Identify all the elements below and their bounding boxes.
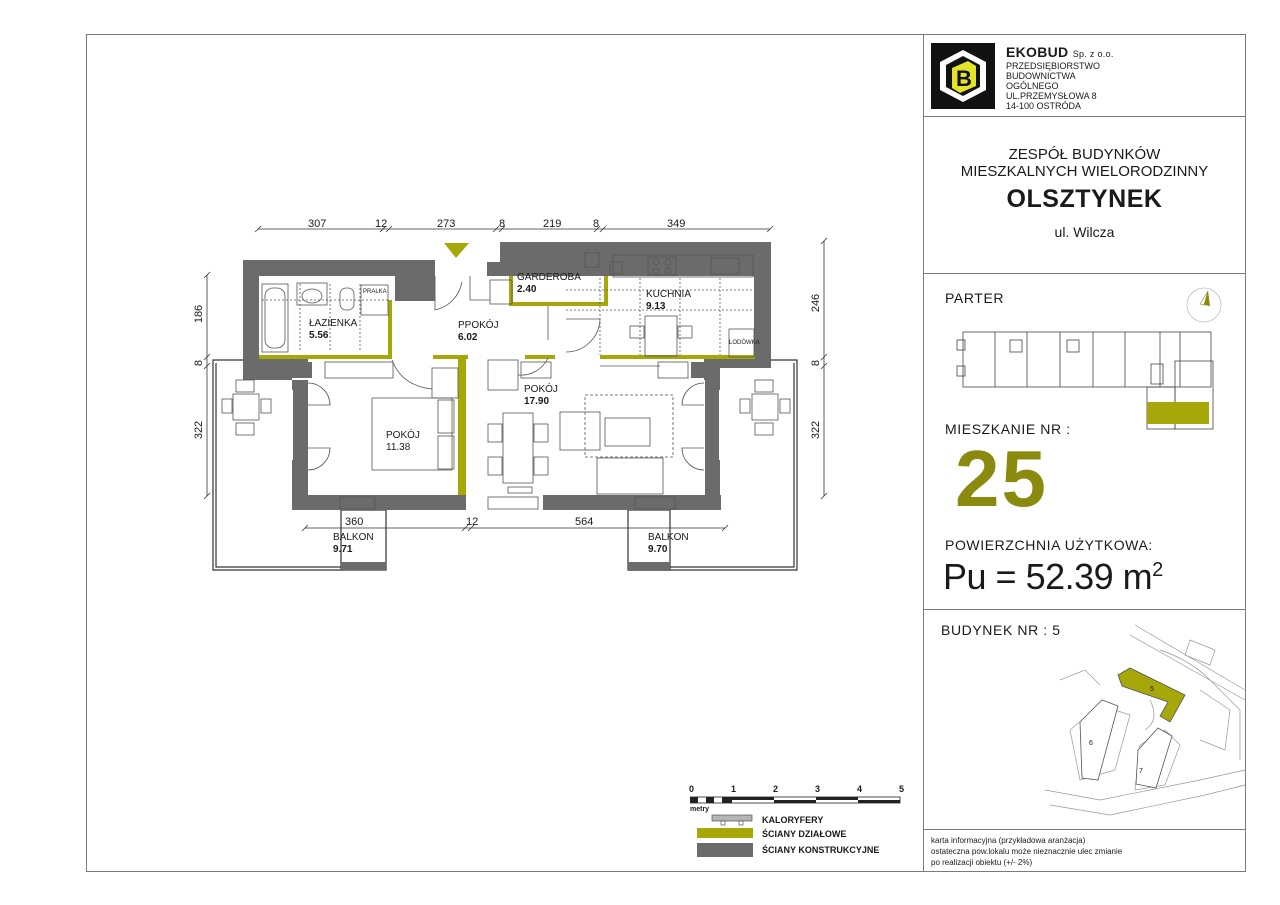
- dim-right-8: 8: [810, 359, 823, 367]
- dim-left-8: 8: [193, 359, 206, 367]
- dim-bottom-360: 360: [345, 516, 364, 528]
- legend-partition: ŚCIANY DZIAŁOWE: [762, 829, 847, 839]
- area-value: Pu = 52.39 m2: [943, 556, 1163, 597]
- structural-wall-swatch: [697, 843, 753, 857]
- dim-top-273: 273: [437, 218, 456, 230]
- floor-key-plan: [956, 331, 1214, 430]
- dim-left-322: 322: [193, 420, 206, 440]
- scale-tick-1: 1: [731, 784, 737, 794]
- compass-icon: [1186, 287, 1222, 323]
- dim-top-307: 307: [308, 218, 327, 230]
- building-label: BUDYNEK NR : 5: [941, 622, 1061, 638]
- dim-top-8a: 8: [499, 218, 506, 230]
- building-5-label: 5: [1150, 686, 1154, 693]
- scale-unit: metry: [690, 806, 710, 813]
- street-name: ul. Wilcza: [1054, 224, 1115, 240]
- scale-tick-5: 5: [899, 784, 905, 794]
- dim-top-12: 12: [375, 218, 388, 230]
- fridge-label: LODÓWKA: [729, 340, 760, 346]
- legend-radiators: KALORYFERY: [762, 815, 824, 825]
- company-logo: B: [931, 43, 995, 109]
- dim-top-8b: 8: [593, 218, 600, 230]
- scale-tick-4: 4: [857, 784, 863, 794]
- scale-bar: [690, 796, 901, 804]
- scale-tick-2: 2: [773, 784, 779, 794]
- radiator-icon: [711, 814, 753, 826]
- divider-4: [923, 829, 1246, 830]
- legend-structural: ŚCIANY KONSTRUKCYJNE: [762, 845, 880, 855]
- divider-2: [923, 273, 1246, 274]
- floor-label: PARTER: [945, 290, 1005, 306]
- dim-right-322: 322: [810, 420, 823, 440]
- scale-tick-0: 0: [689, 784, 695, 794]
- dim-bottom-564: 564: [575, 516, 594, 528]
- info-panel-divider: [923, 34, 924, 872]
- dim-top-349: 349: [667, 218, 686, 230]
- divider-3: [923, 609, 1246, 610]
- partition-wall-swatch: [697, 828, 753, 838]
- apartment-label: MIESZKANIE NR :: [945, 421, 1071, 437]
- city-name: OLSZTYNEK: [1006, 185, 1163, 213]
- divider-1: [923, 116, 1246, 117]
- dim-left-186: 186: [193, 304, 206, 324]
- disclaimer-note: karta informacyjna (przykładowa aranżacj…: [931, 836, 1123, 867]
- scale-tick-3: 3: [815, 784, 821, 794]
- dim-right-246: 246: [810, 293, 823, 313]
- company-address: UL.PRZEMYSŁOWA 8 14-100 OSTRÓDA: [1006, 91, 1097, 111]
- site-map: [1044, 624, 1246, 816]
- dim-bottom-12: 12: [466, 516, 479, 528]
- dim-top-219: 219: [543, 218, 562, 230]
- area-label: POWIERZCHNIA UŻYTKOWA:: [945, 537, 1153, 553]
- building-7-label: 7: [1139, 768, 1143, 775]
- company-description: PRZEDSIĘBIORSTWO BUDOWNICTWA OGÓLNEGO: [1006, 61, 1101, 91]
- svg-text:B: B: [956, 66, 972, 91]
- apartment-number: 25: [955, 434, 1048, 523]
- project-title: ZESPÓŁ BUDYNKÓW MIESZKALNYCH WIELORODZIN…: [960, 146, 1209, 180]
- building-6-label: 6: [1089, 740, 1093, 747]
- sheet-frame: [86, 34, 1246, 872]
- washer-label: PRALKA: [363, 289, 387, 295]
- company-name: EKOBUD Sp. z o.o.: [1006, 44, 1114, 60]
